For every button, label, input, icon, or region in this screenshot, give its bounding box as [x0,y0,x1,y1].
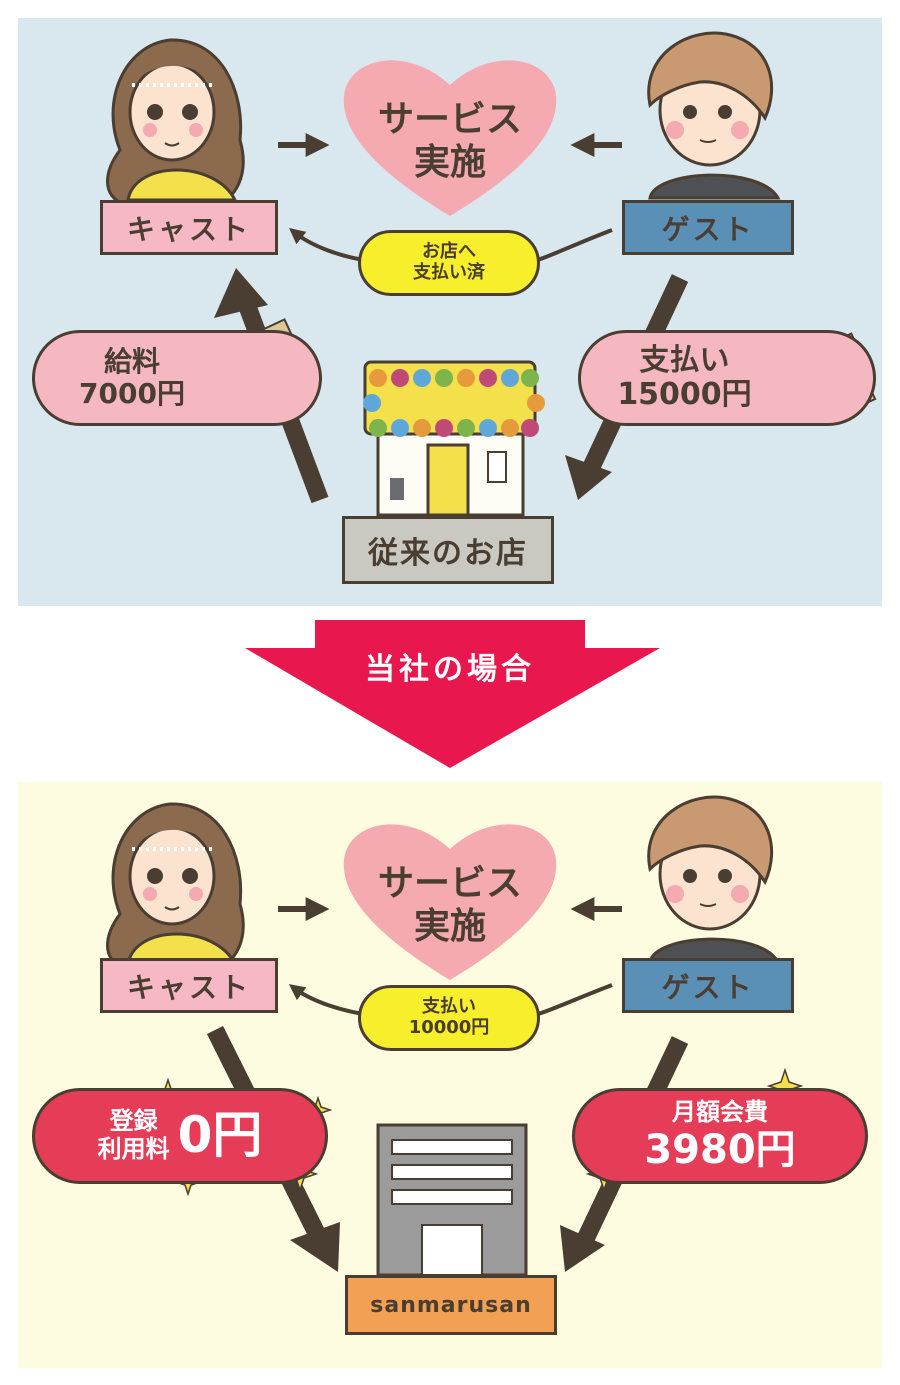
direct-payment-bubble: 支払い 10000円 [358,985,540,1051]
service-heart-label-bottom: サービス 実施 [370,862,530,948]
service-label-line2-bottom: 実施 [413,906,486,948]
company-building [376,1123,528,1277]
service-label-line2: 実施 [413,142,486,184]
guest-man-illustration [647,31,781,200]
payment-bubble: 支払い 15000円 [578,330,876,426]
direct-payment-amount: 10000円 [408,1017,490,1038]
service-label-line1-bottom: サービス [377,863,522,904]
salary-label: 給料 [103,344,160,378]
paid-line1: お店へ [422,241,476,263]
guest-label: ゲスト [622,200,794,255]
company-label: sanmarusan [345,1275,557,1335]
salary-amount: 7000円 [79,377,185,410]
monthly-fee-bubble: 月額会費 3980円 [572,1088,868,1184]
paid-line2: 支払い済 [413,262,485,283]
cast-label: キャスト [100,200,278,255]
direct-payment-label: 支払い [422,996,476,1018]
registration-label-line1: 登録 [109,1107,158,1136]
registration-fee-amount: 0円 [177,1106,263,1165]
service-heart-shape [343,60,557,216]
cast-girl-illustration [106,38,245,207]
registration-fee-label: 登録 利用料 [98,1108,170,1163]
registration-label-line2: 利用料 [97,1135,170,1163]
traditional-shop-label: 従来のお店 [342,516,554,584]
service-label-line1: サービス [377,99,522,140]
monthly-fee-label: 月額会費 [672,1098,768,1127]
payment-label: 支払い [639,342,730,378]
banner-title: 当社の場合 [365,652,535,687]
traditional-shop-building [363,360,545,517]
cast-label-bottom: キャスト [100,958,278,1013]
guest-man-illustration-bottom [647,795,781,964]
guest-label-bottom: ゲスト [622,958,794,1013]
paid-to-shop-bubble: お店へ 支払い済 [358,230,540,296]
service-heart-label: サービス 実施 [370,98,530,184]
monthly-fee-amount: 3980円 [644,1126,796,1173]
registration-fee-bubble: 登録 利用料 0円 [32,1088,328,1184]
transition-banner-arrow [245,620,660,768]
service-heart-shape-bottom [343,824,557,980]
payment-amount: 15000円 [617,377,752,412]
salary-bubble: 給料 7000円 [32,330,322,426]
cast-girl-illustration-bottom [106,802,245,971]
